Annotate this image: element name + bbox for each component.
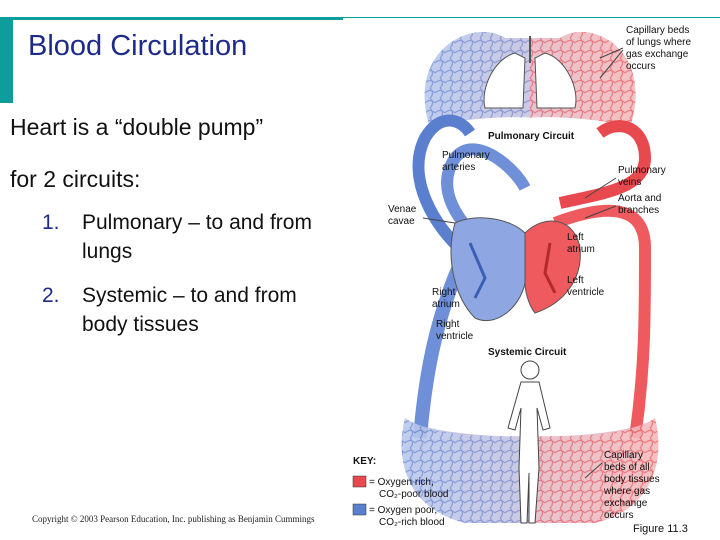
copyright-notice: Copyright © 2003 Pearson Education, Inc.… bbox=[32, 514, 315, 524]
body-capillary-bed bbox=[401, 418, 659, 523]
list-number: 1. bbox=[42, 211, 60, 234]
label-left-atrium: Left atrium bbox=[567, 232, 595, 255]
label-systemic-circuit: Systemic Circuit bbox=[488, 347, 567, 358]
label-pulmonary-veins: Pulmonary veins bbox=[584, 165, 666, 199]
label-line: gas exchange bbox=[626, 49, 689, 60]
label-line: Pulmonary bbox=[618, 165, 666, 176]
list-item-pulmonary: 1. Pulmonary – to and from lungs bbox=[42, 208, 362, 266]
label-capillary-lungs: Capillary beds of lungs where gas exchan… bbox=[599, 25, 691, 79]
list-text: Systemic – to and from bbox=[82, 284, 297, 307]
label-line: atrium bbox=[567, 244, 595, 255]
label-line: Capillary bbox=[604, 450, 643, 461]
list-text: body tissues bbox=[82, 313, 199, 336]
vessel-red bbox=[558, 120, 652, 209]
label-line: exchange bbox=[604, 498, 648, 509]
figure-reference: Figure 11.3 bbox=[633, 523, 688, 535]
label-right-ventricle: Right ventricle bbox=[436, 319, 474, 342]
label-capillary-body: Capillary beds of all body tissues where… bbox=[584, 450, 660, 521]
body-line-2: for 2 circuits: bbox=[10, 166, 141, 192]
body-line-1: Heart is a “double pump” bbox=[10, 114, 264, 140]
key-label: CO₂-rich blood bbox=[379, 517, 445, 528]
label-left-ventricle: Left ventricle bbox=[567, 275, 605, 298]
key-swatch-oxygen-rich bbox=[352, 475, 367, 488]
label-line: Capillary beds bbox=[626, 25, 689, 36]
label-venae-cavae: Venae cavae bbox=[388, 204, 456, 227]
label-line: of lungs where bbox=[626, 37, 691, 48]
label-line: Right bbox=[436, 319, 460, 330]
label-line: occurs bbox=[604, 510, 633, 521]
label-line: ventricle bbox=[567, 287, 605, 298]
label-line: occurs bbox=[626, 61, 655, 72]
label-line: cavae bbox=[388, 216, 415, 227]
label-line: veins bbox=[618, 177, 641, 188]
label-line: Aorta and bbox=[618, 193, 661, 204]
human-figure bbox=[507, 360, 551, 524]
top-rule-thin bbox=[343, 17, 720, 18]
label-line: where gas bbox=[603, 486, 650, 497]
list-text: lungs bbox=[82, 240, 133, 263]
circulation-diagram: Capillary beds of lungs where gas exchan… bbox=[352, 25, 691, 528]
label-line: Left bbox=[567, 232, 584, 243]
label-line: branches bbox=[618, 205, 659, 216]
label-line: arteries bbox=[442, 162, 475, 173]
label-line: atrium bbox=[432, 299, 460, 310]
slide-title: Blood Circulation bbox=[28, 30, 248, 62]
key-label: = Oxygen poor, bbox=[369, 505, 437, 516]
top-rule bbox=[13, 17, 343, 20]
key-label: = Oxygen rich, bbox=[369, 477, 434, 488]
label-line: Right bbox=[432, 287, 456, 298]
key-swatch-oxygen-poor bbox=[352, 503, 367, 516]
label-line: body tissues bbox=[604, 474, 660, 485]
key-label: CO₂-poor blood bbox=[379, 489, 448, 500]
label-line: Pulmonary bbox=[442, 150, 490, 161]
key-title: KEY: bbox=[353, 456, 376, 467]
label-line: beds of all bbox=[604, 462, 650, 473]
label-line: Left bbox=[567, 275, 584, 286]
legend-key: KEY: = Oxygen rich, CO₂-poor blood = Oxy… bbox=[352, 456, 448, 528]
list-number: 2. bbox=[42, 284, 60, 307]
vessel-red bbox=[552, 204, 652, 439]
accent-bar bbox=[0, 17, 13, 103]
list-text: Pulmonary – to and from bbox=[82, 211, 312, 234]
label-aorta: Aorta and branches bbox=[584, 193, 661, 219]
lung-capillary-bed bbox=[424, 32, 636, 128]
vessel-blue bbox=[412, 114, 475, 258]
label-pulmonary-circuit: Pulmonary Circuit bbox=[488, 131, 575, 142]
heart bbox=[450, 217, 581, 321]
label-line: ventricle bbox=[436, 331, 474, 342]
label-right-atrium: Right atrium bbox=[432, 287, 460, 310]
circuit-list: 1. Pulmonary – to and from lungs 2. Syst… bbox=[42, 208, 362, 354]
label-pulmonary-arteries: Pulmonary arteries bbox=[442, 150, 490, 173]
list-item-systemic: 2. Systemic – to and from body tissues bbox=[42, 281, 362, 339]
label-line: Venae bbox=[388, 204, 417, 215]
